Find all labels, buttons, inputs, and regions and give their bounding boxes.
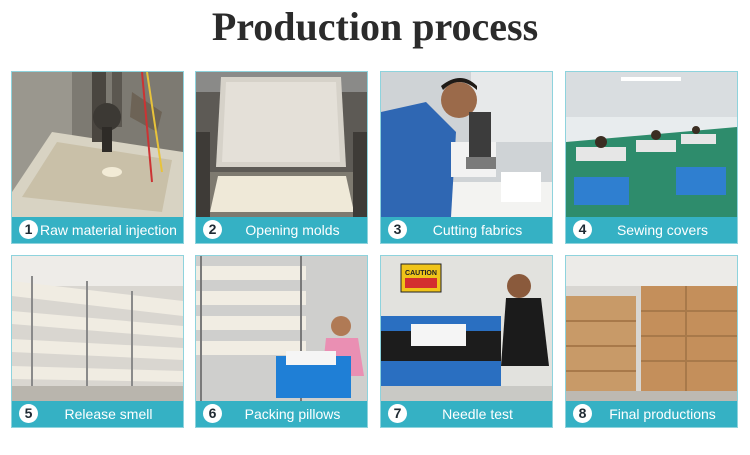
step-caption: 1 Raw material injection (12, 217, 183, 243)
step-photo-release-smell (12, 256, 183, 401)
step-photo-opening-molds (196, 72, 367, 217)
step-caption: 3 Cutting fabrics (381, 217, 552, 243)
step-number-badge: 1 (19, 220, 38, 239)
step-caption: 7 Needle test (381, 401, 552, 427)
step-number-badge: 4 (573, 220, 592, 239)
step-label: Packing pillows (244, 406, 341, 422)
step-number-badge: 3 (388, 220, 407, 239)
step-photo-final-productions (566, 256, 737, 401)
step-caption: 6 Packing pillows (196, 401, 367, 427)
step-number-badge: 6 (203, 404, 222, 423)
step-card-5: 5 Release smell (11, 255, 184, 428)
step-caption: 5 Release smell (12, 401, 183, 427)
step-card-8: 8 Final productions (565, 255, 738, 428)
step-photo-sewing-covers (566, 72, 737, 217)
step-card-7: CAUTION 7 Needle test (380, 255, 553, 428)
page-title: Production process (211, 4, 539, 49)
step-label: Raw material injection (40, 222, 177, 238)
step-card-4: 4 Sewing covers (565, 71, 738, 244)
step-label: Final productions (609, 406, 716, 422)
step-label: Sewing covers (616, 222, 709, 238)
step-card-1: 1 Raw material injection (11, 71, 184, 244)
step-label: Release smell (64, 406, 153, 422)
step-caption: 4 Sewing covers (566, 217, 737, 243)
step-card-6: 6 Packing pillows (195, 255, 368, 428)
step-card-2: 2 Opening molds (195, 71, 368, 244)
step-card-3: 3 Cutting fabrics (380, 71, 553, 244)
step-caption: 2 Opening molds (196, 217, 367, 243)
caution-sign-text: CAUTION (405, 270, 437, 277)
step-photo-raw-material-injection (12, 72, 183, 217)
step-caption: 8 Final productions (566, 401, 737, 427)
step-number-badge: 5 (19, 404, 38, 423)
step-number-badge: 8 (573, 404, 592, 423)
step-label: Needle test (442, 406, 513, 422)
step-number-badge: 7 (388, 404, 407, 423)
step-label: Cutting fabrics (432, 222, 523, 238)
step-photo-cutting-fabrics (381, 72, 552, 217)
step-label: Opening molds (245, 222, 340, 238)
step-photo-packing-pillows (196, 256, 367, 401)
step-number-badge: 2 (203, 220, 222, 239)
step-photo-needle-test: CAUTION (381, 256, 552, 401)
